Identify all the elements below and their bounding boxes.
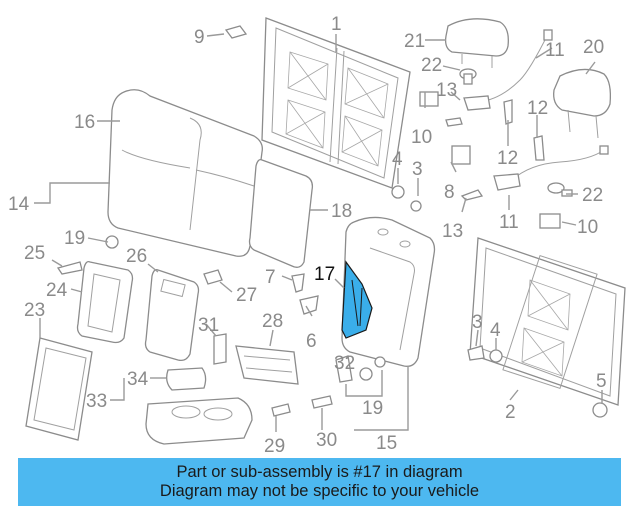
callout-numbers: 9 1 21 22 11 20 16 13 10 12 12 4 3 8 22 … [8, 14, 607, 455]
leader-lines [34, 33, 603, 432]
callout-14: 14 [8, 194, 30, 215]
callout-20: 20 [583, 37, 604, 58]
banner-line-2: Diagram may not be specific to your vehi… [159, 482, 480, 500]
callout-5: 5 [596, 371, 607, 392]
callout-22: 22 [421, 55, 442, 76]
callout-6: 6 [306, 331, 317, 352]
callout-13b: 13 [442, 221, 463, 242]
callout-12b: 12 [497, 148, 518, 169]
callout-4: 4 [392, 149, 403, 170]
part-2-seatback-frame [469, 237, 626, 406]
callout-19b: 19 [362, 398, 383, 419]
part-16-seatback-cushion [107, 89, 263, 257]
part-20-headrest [553, 68, 612, 139]
callout-16: 16 [74, 112, 95, 133]
callout-22b: 22 [582, 185, 603, 206]
callout-33: 33 [86, 391, 107, 412]
callout-7: 7 [265, 267, 276, 288]
callout-17: 17 [314, 264, 335, 285]
part-18-side-panel [248, 158, 314, 268]
part-11-cables [463, 29, 609, 191]
callout-19: 19 [64, 228, 85, 249]
callout-18: 18 [331, 201, 352, 222]
part-1-seatback-frame [261, 17, 411, 189]
banner-line-1: Part or sub-assembly is #17 in diagram [176, 463, 463, 481]
callout-26: 26 [126, 246, 147, 267]
callout-2: 2 [505, 402, 516, 423]
callout-10b: 10 [577, 217, 598, 238]
small-parts [56, 25, 608, 418]
callout-25: 25 [24, 243, 45, 264]
callout-3: 3 [412, 159, 423, 180]
callout-30: 30 [316, 430, 337, 451]
callout-27: 27 [236, 285, 257, 306]
callout-1: 1 [331, 14, 342, 35]
callout-13: 13 [436, 80, 457, 101]
part-21-headrest [444, 18, 509, 68]
callout-21: 21 [404, 31, 425, 52]
callout-34: 34 [127, 369, 149, 390]
callout-11b: 11 [499, 212, 519, 233]
callout-8: 8 [444, 182, 455, 203]
callout-29: 29 [264, 436, 285, 455]
info-banner: Part or sub-assembly is #17 in diagram D… [18, 458, 621, 506]
callout-24: 24 [46, 280, 68, 301]
callout-15: 15 [376, 433, 397, 454]
parts-diagram: 9 1 21 22 11 20 16 13 10 12 12 4 3 8 22 … [8, 14, 626, 455]
callout-31: 31 [198, 315, 219, 336]
armrest-parts [25, 260, 253, 445]
callout-4b: 4 [490, 320, 501, 341]
callout-3b: 3 [472, 312, 483, 333]
callout-28: 28 [262, 311, 283, 332]
callout-12: 12 [527, 98, 548, 119]
callout-9: 9 [194, 27, 205, 48]
part-17-highlighted-trim [341, 260, 373, 339]
callout-11: 11 [545, 40, 565, 61]
callout-32: 32 [334, 353, 355, 374]
callout-23: 23 [24, 300, 45, 321]
callout-10: 10 [411, 127, 432, 148]
